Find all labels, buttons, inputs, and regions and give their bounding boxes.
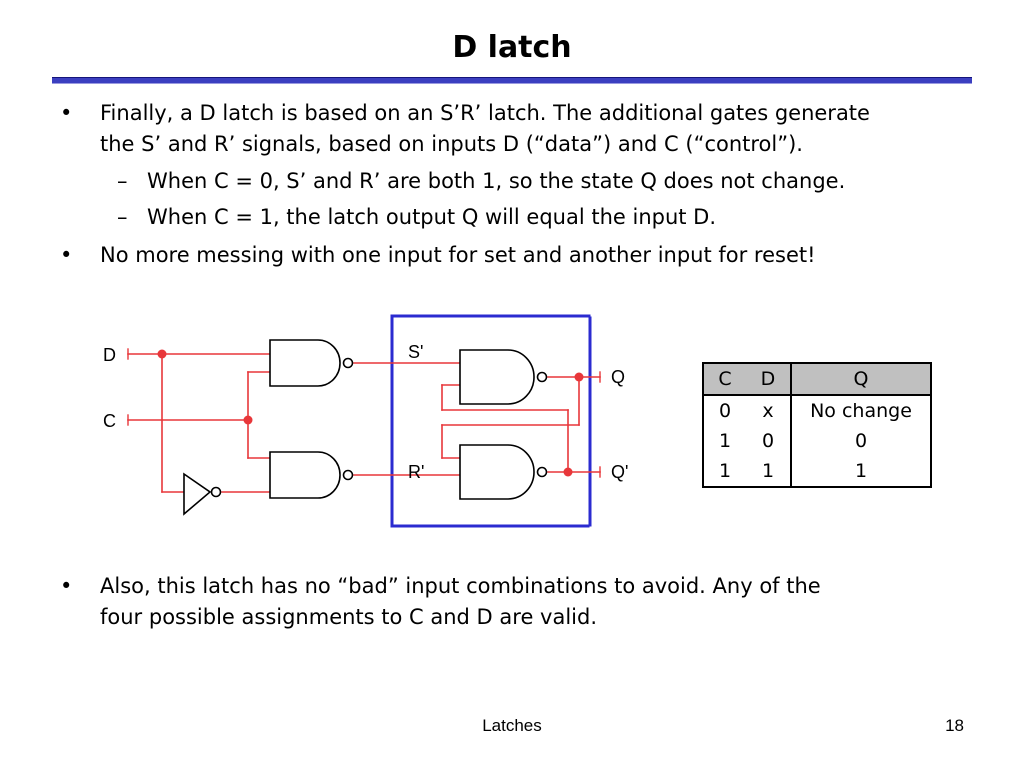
circuit-wires — [127, 353, 601, 493]
table-row: 1 1 1 — [703, 456, 931, 487]
bullet-1-line-2: the S’ and R’ signals, based on inputs D… — [100, 132, 803, 156]
bullet-2-text: No more messing with one input for set a… — [100, 240, 816, 271]
footer-page-number: 18 — [945, 716, 964, 735]
bullet-3-text: Also, this latch has no “bad” input comb… — [100, 571, 821, 633]
input-d-label: D — [103, 345, 116, 365]
table-cell: 0 — [718, 400, 732, 422]
nand-gate-bottom-bubble — [342, 469, 354, 481]
table-cell: 0 — [854, 430, 868, 452]
truth-table: C D Q 0 x No change 1 0 0 1 1 1 — [702, 362, 932, 488]
bullet-1-text: Finally, a D latch is based on an S’R’ l… — [100, 98, 870, 160]
bullet-3-line-2: four possible assignments to C and D are… — [100, 605, 598, 629]
bullet-marker: • — [60, 574, 73, 598]
sub-bullet-marker: – — [117, 169, 128, 193]
table-cell: x — [746, 395, 792, 426]
table-header-d: D — [746, 363, 792, 396]
junction-dots — [157, 349, 584, 477]
table-cell: No change — [810, 400, 912, 422]
nand-gate-top-bubble — [342, 357, 354, 369]
table-row: 0 x No change — [703, 395, 931, 426]
nand-gate-top — [269, 339, 341, 387]
bullet-marker: • — [60, 243, 73, 267]
input-c-label: C — [103, 411, 116, 431]
table-cell: 1 — [718, 460, 732, 482]
table-cell: 0 — [746, 426, 792, 456]
s-prime-label: S' — [408, 342, 423, 362]
sub-bullet-1: When C = 0, S’ and R’ are both 1, so the… — [147, 169, 846, 193]
output-q-label: Q — [611, 367, 625, 387]
terminal-stubs — [127, 348, 601, 478]
bullet-marker: • — [60, 101, 73, 125]
nand-gate-latch-top — [459, 349, 535, 405]
output-q-prime-label: Q' — [611, 462, 628, 482]
table-cell: 1 — [854, 460, 868, 482]
table-cell: 1 — [718, 430, 732, 452]
slide-title: D latch — [452, 30, 572, 65]
sr-latch-boundary-box — [390, 314, 592, 528]
table-row: 1 0 0 — [703, 426, 931, 456]
inverter-gate — [183, 472, 212, 516]
table-header-c: C — [703, 363, 746, 396]
nand-gate-latch-bottom-bubble — [536, 466, 548, 478]
table-header-q: Q — [791, 363, 931, 396]
r-prime-label: R' — [408, 462, 424, 482]
bullet-3-line-1: Also, this latch has no “bad” input comb… — [100, 574, 821, 598]
bullet-2-line-1: No more messing with one input for set a… — [100, 243, 816, 267]
nand-gate-latch-bottom — [459, 444, 535, 500]
nand-gate-latch-top-bubble — [536, 371, 548, 383]
table-cell: 1 — [746, 456, 792, 487]
table-header-row: C D Q — [703, 363, 931, 396]
sub-bullet-2: When C = 1, the latch output Q will equa… — [147, 205, 717, 229]
footer-section-title: Latches — [482, 716, 542, 735]
bullet-1-line-1: Finally, a D latch is based on an S’R’ l… — [100, 101, 870, 125]
nand-gate-bottom — [269, 451, 341, 499]
sub-bullet-marker: – — [117, 205, 128, 229]
inverter-bubble — [210, 486, 222, 498]
title-divider — [52, 77, 972, 84]
